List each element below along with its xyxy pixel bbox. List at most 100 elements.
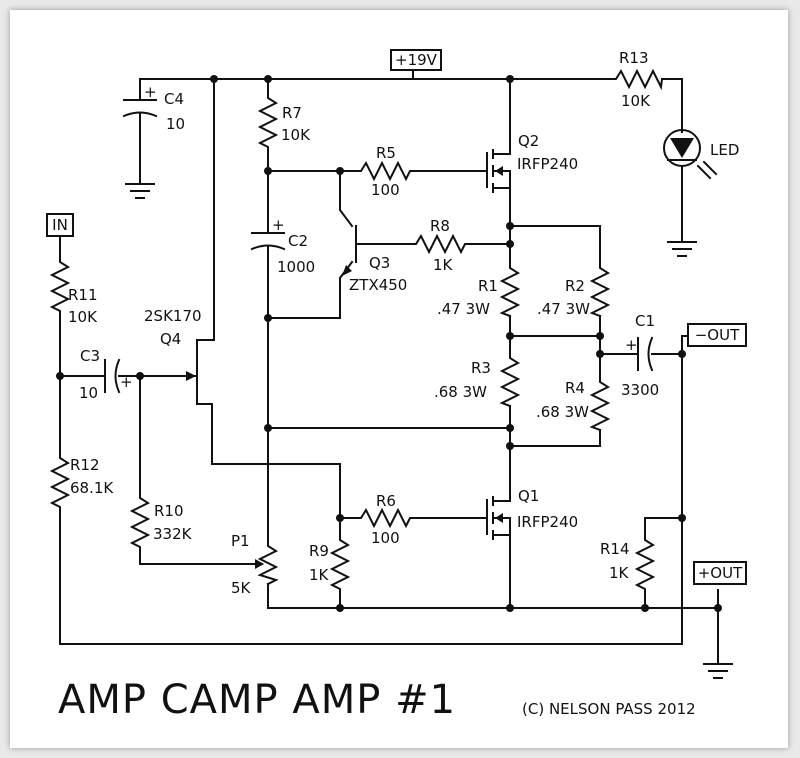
svg-text:+OUT: +OUT	[698, 564, 743, 582]
q3-bjt-symbol	[342, 225, 357, 276]
capacitor-symbols	[104, 99, 654, 394]
r7-value: 10K	[281, 126, 311, 144]
resistor-r2-symbol	[589, 261, 611, 318]
resistor-r1-symbol	[499, 261, 521, 318]
wires	[59, 69, 719, 665]
q1-part: IRFP240	[517, 513, 578, 531]
c2-value: 1000	[277, 258, 315, 276]
wire-r4-bottom	[509, 429, 601, 447]
schematic-sheet: +19V IN −OUT +OUT + + + + C4 10 R7 10K R…	[10, 10, 788, 748]
r2-value: .47 3W	[537, 300, 590, 318]
resistor-r7-symbol	[257, 91, 279, 153]
wire-q4-source	[196, 389, 341, 535]
ground-led	[667, 241, 697, 257]
wire-r14-top	[644, 517, 683, 535]
resistor-r6-symbol	[354, 507, 416, 529]
resistor-r12-symbol	[49, 451, 71, 513]
r5-ref: R5	[376, 144, 396, 162]
r11-ref: R11	[68, 286, 98, 304]
terminal-input: IN	[46, 213, 74, 237]
p1-value: 5K	[231, 579, 252, 597]
r14-ref: R14	[600, 540, 630, 558]
resistor-r4-symbol	[589, 375, 611, 432]
wire-q4-drain	[196, 78, 215, 353]
c1-value: 3300	[621, 381, 659, 399]
terminal-neg-out: −OUT	[687, 323, 747, 347]
r10-ref: R10	[154, 502, 184, 520]
svg-text:IN: IN	[52, 216, 68, 234]
schematic-title: AMP CAMP AMP #1	[58, 677, 456, 723]
q4-ref: Q4	[160, 330, 181, 348]
copyright-notice: (C) NELSON PASS 2012	[522, 700, 696, 718]
r9-ref: R9	[309, 542, 329, 560]
c1-plus: +	[625, 336, 638, 354]
q2-part: IRFP240	[517, 155, 578, 173]
c1-ref: C1	[635, 312, 655, 330]
ground-output	[703, 663, 733, 679]
resistor-r10-symbol	[129, 491, 151, 553]
p1-ref: P1	[231, 532, 250, 550]
c2-ref: C2	[288, 232, 308, 250]
r6-ref: R6	[376, 492, 396, 510]
resistor-r14-symbol	[634, 533, 656, 595]
r10-value: 332K	[153, 525, 193, 543]
resistor-r13-symbol	[609, 68, 664, 91]
r1-value: .47 3W	[437, 300, 490, 318]
svg-text:+19V: +19V	[395, 51, 438, 69]
q1-mosfet-symbol	[486, 479, 511, 561]
pot-p1-symbol	[257, 539, 279, 586]
q3-part: ZTX450	[349, 276, 407, 294]
q2-ref: Q2	[518, 132, 539, 150]
wire-r2-top	[509, 225, 601, 263]
wire-q3-collector	[339, 170, 354, 228]
junctions	[56, 75, 722, 612]
pot-p1-arrow	[255, 559, 264, 569]
wire-r13-led	[661, 78, 683, 133]
resistor-r9-symbol	[329, 533, 351, 595]
r13-value: 10K	[621, 92, 651, 110]
svg-text:−OUT: −OUT	[695, 326, 740, 344]
r4-ref: R4	[565, 379, 585, 397]
wire-bottom-rail	[267, 607, 719, 665]
q3-ref: Q3	[369, 254, 390, 272]
q2-mosfet-symbol	[486, 149, 511, 193]
wire-neg-out	[59, 335, 683, 645]
r2-ref: R2	[565, 277, 585, 295]
r8-value: 1K	[433, 256, 454, 274]
schematic-diagram: +19V IN −OUT +OUT + + + + C4 10 R7 10K R…	[46, 49, 747, 723]
q1-ref: Q1	[518, 487, 539, 505]
terminal-supply: +19V	[390, 49, 442, 71]
r1-ref: R1	[478, 277, 498, 295]
c3-plus: +	[120, 373, 133, 391]
c4-ref: C4	[164, 90, 184, 108]
r6-value: 100	[371, 529, 400, 547]
terminal-pos-out: +OUT	[693, 561, 747, 585]
c4-plus: +	[144, 83, 157, 101]
r12-value: 68.1K	[70, 479, 114, 497]
r8-ref: R8	[430, 217, 450, 235]
led-symbol	[663, 129, 718, 180]
c3-value: 10	[79, 384, 98, 402]
r3-ref: R3	[471, 359, 491, 377]
r7-ref: R7	[282, 104, 302, 122]
resistor-r11-symbol	[49, 255, 71, 317]
r14-value: 1K	[609, 564, 630, 582]
component-labels: C4 10 R7 10K R5 100 Q2 IRFP240 R13 10K L…	[68, 49, 739, 597]
resistor-r3-symbol	[499, 351, 521, 408]
wire-r10-p1	[139, 551, 251, 565]
resistor-r5-symbol	[354, 160, 416, 182]
r11-value: 10K	[68, 308, 98, 326]
ground-c4	[125, 183, 155, 199]
c3-ref: C3	[80, 347, 100, 365]
c4-value: 10	[166, 115, 185, 133]
q4-part: 2SK170	[144, 307, 202, 325]
resistor-r8-symbol	[409, 233, 471, 255]
r4-value: .68 3W	[536, 403, 589, 421]
polarity-marks: + + + +	[120, 83, 638, 391]
c2-plus: +	[272, 216, 285, 234]
r13-ref: R13	[619, 49, 649, 67]
r3-value: .68 3W	[434, 383, 487, 401]
q4-jfet-symbol	[179, 351, 198, 391]
led-ref: LED	[710, 141, 739, 159]
r9-value: 1K	[309, 566, 330, 584]
